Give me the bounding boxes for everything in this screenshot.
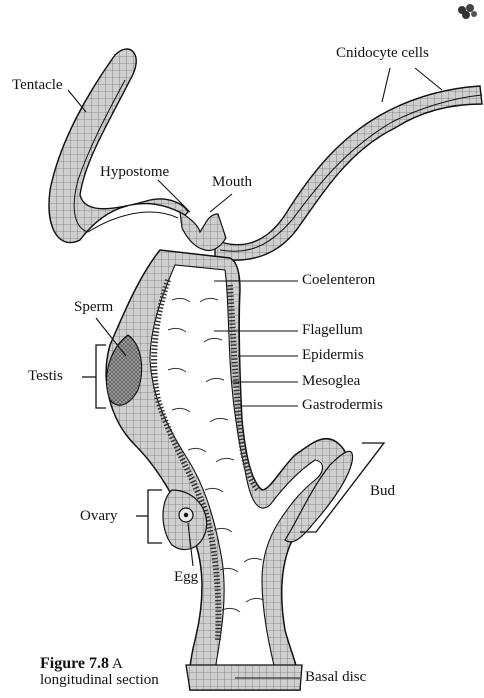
label-sperm: Sperm xyxy=(74,300,113,315)
label-cnidocyte-cells: Cnidocyte cells xyxy=(336,46,429,61)
label-mouth: Mouth xyxy=(212,175,252,190)
label-egg: Egg xyxy=(174,570,198,585)
figure-caption: Figure 7.8 A longitudinal section xyxy=(40,656,159,689)
label-flagellum: Flagellum xyxy=(302,323,363,338)
label-testis: Testis xyxy=(28,369,63,384)
caption-line1-rest: A xyxy=(112,656,123,672)
label-tentacle: Tentacle xyxy=(12,78,63,93)
left-tentacle xyxy=(49,49,188,243)
label-bud: Bud xyxy=(370,484,395,499)
body-column xyxy=(106,250,347,690)
hypostome xyxy=(180,212,226,251)
corner-mark xyxy=(458,4,477,19)
label-gastrodermis: Gastrodermis xyxy=(302,398,383,413)
label-ovary: Ovary xyxy=(80,509,118,524)
caption-line2: longitudinal section xyxy=(40,672,159,688)
label-hypostome: Hypostome xyxy=(100,165,169,180)
label-basal-disc: Basal disc xyxy=(305,670,366,685)
right-tentacle xyxy=(215,86,482,260)
label-epidermis: Epidermis xyxy=(302,348,364,363)
label-coelenteron: Coelenteron xyxy=(302,273,375,288)
label-mesoglea: Mesoglea xyxy=(302,374,360,389)
figure-number: Figure 7.8 xyxy=(40,655,109,672)
